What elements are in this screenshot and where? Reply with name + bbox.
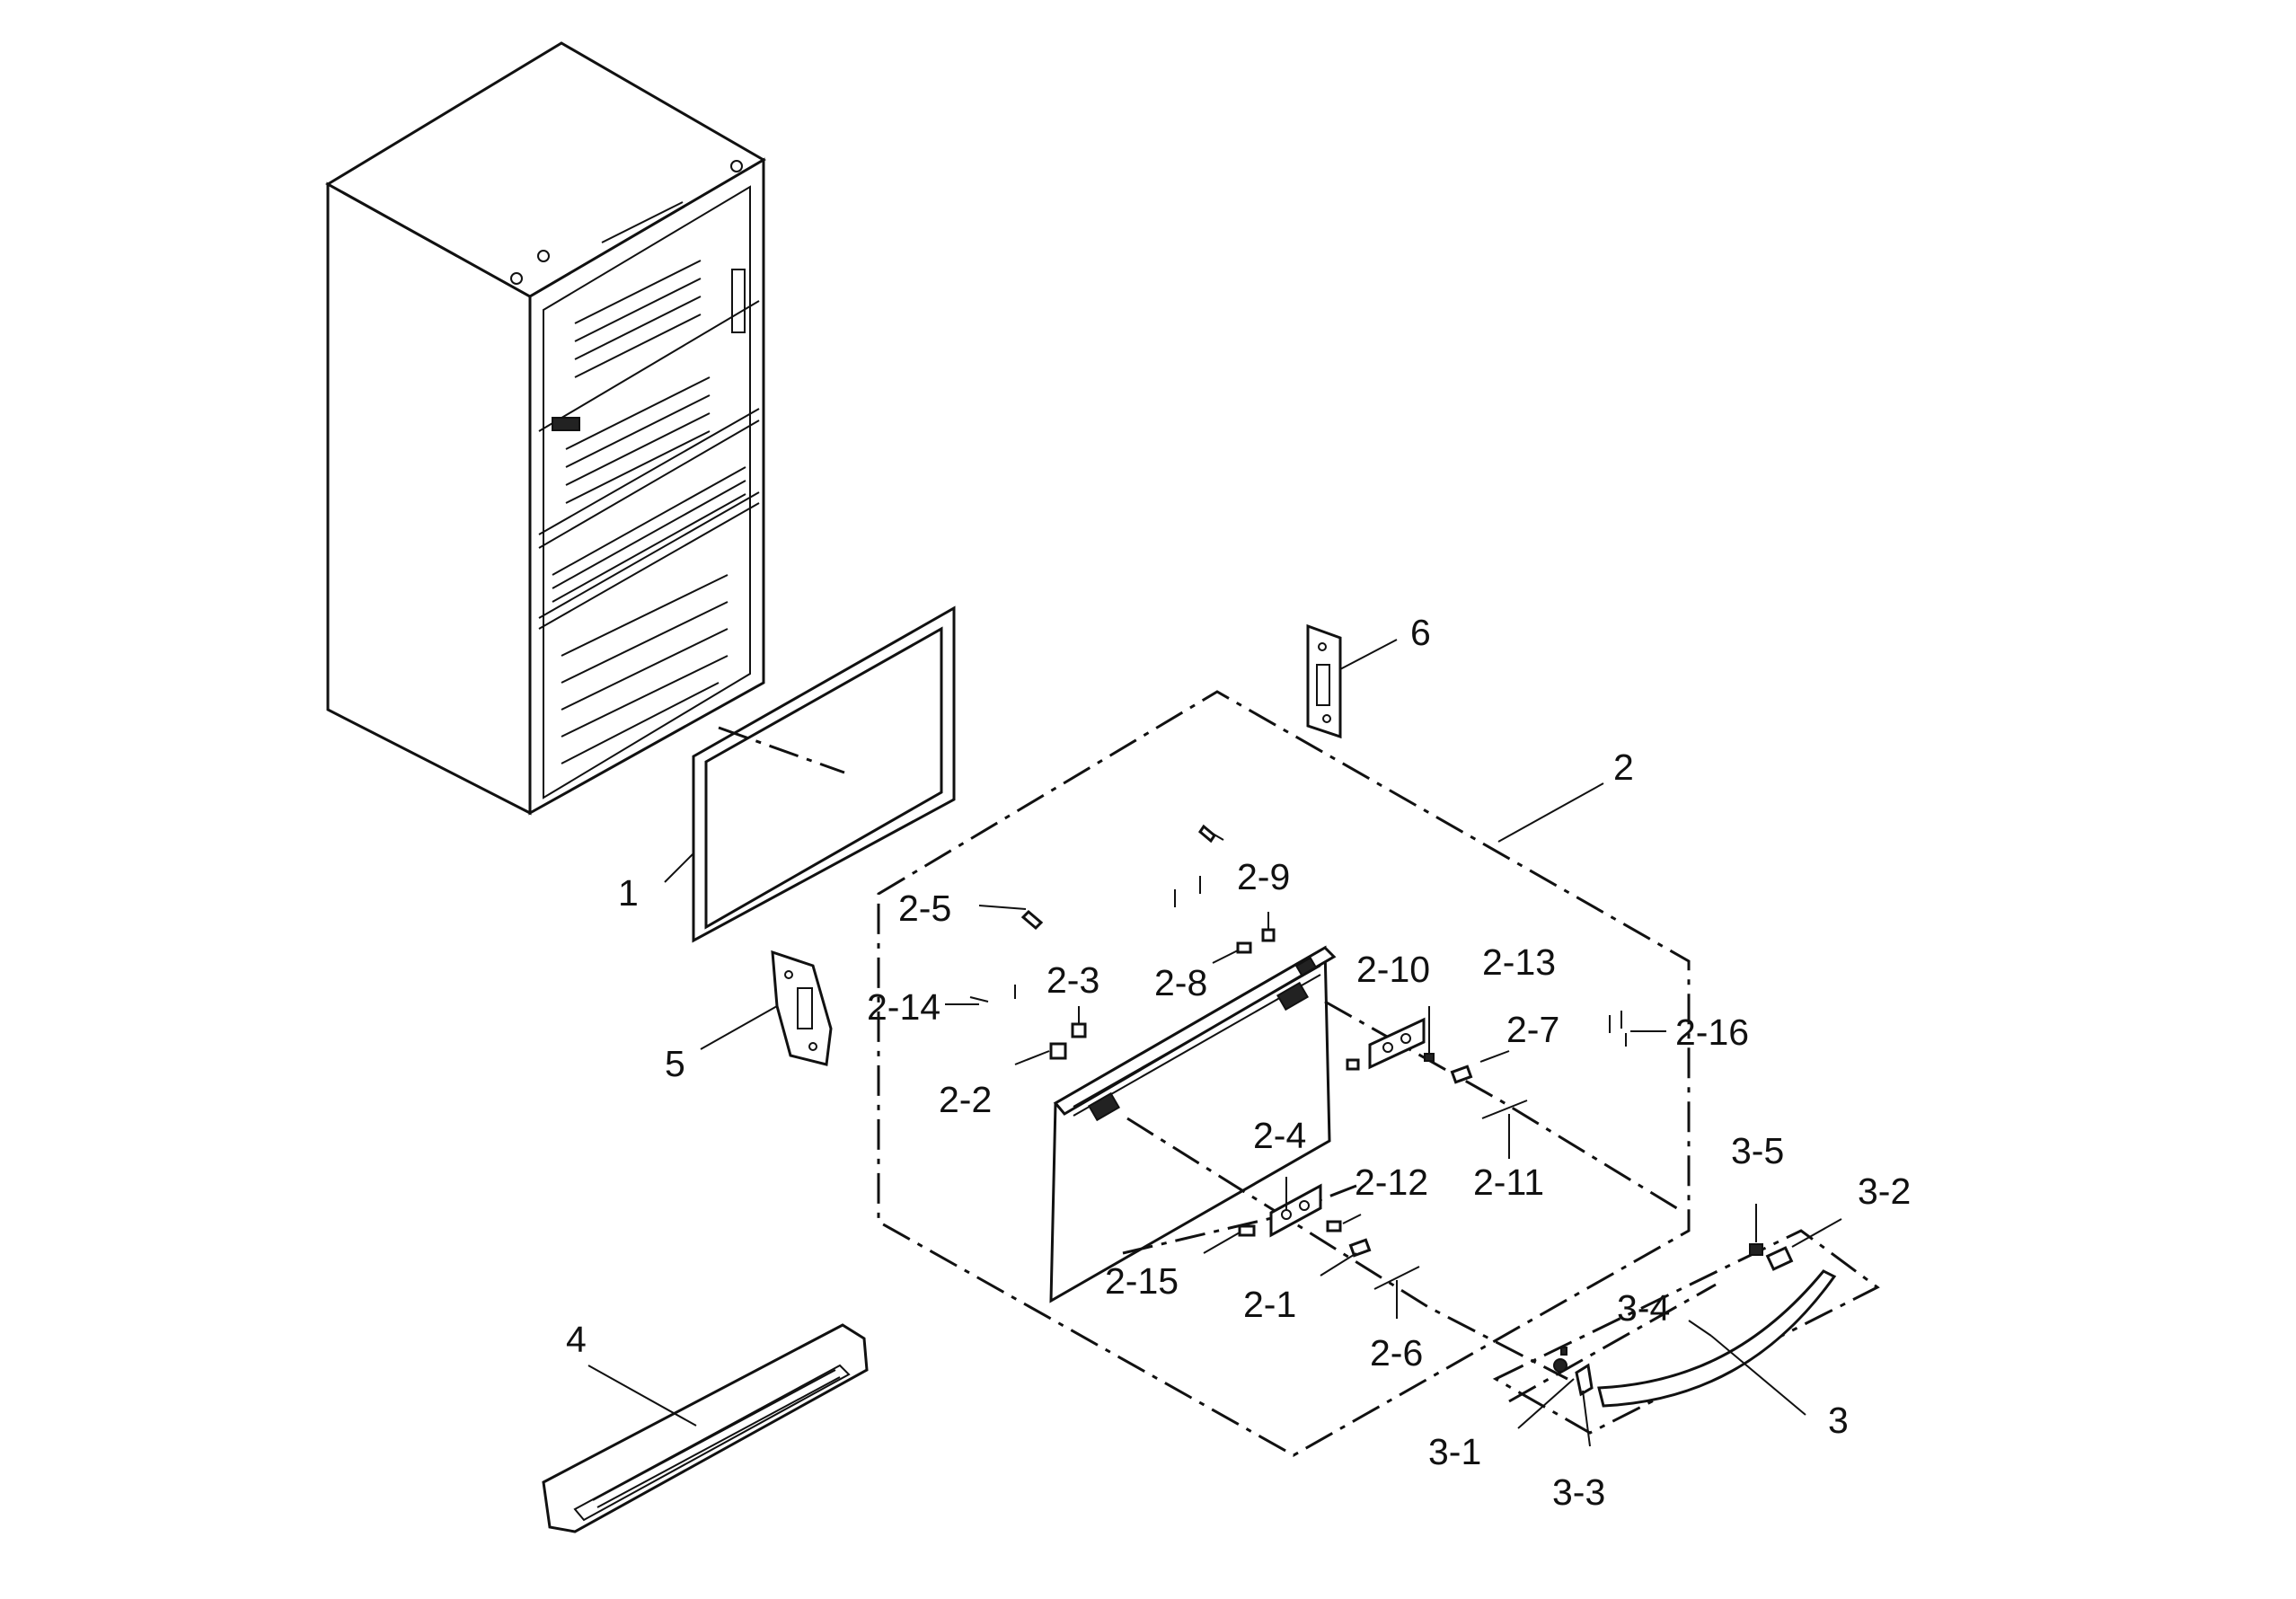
callout-2-13: 2-13: [1482, 941, 1556, 983]
assembly-axis-lines: [1122, 1000, 1717, 1403]
callout-2-6: 2-6: [1370, 1332, 1423, 1374]
callout-2-14: 2-14: [867, 986, 940, 1028]
callout-6: 6: [1410, 612, 1431, 653]
callout-3: 3: [1828, 1400, 1849, 1441]
callout-2-10: 2-10: [1356, 949, 1430, 990]
callout-1: 1: [618, 872, 639, 914]
callout-2-8: 2-8: [1154, 962, 1207, 1003]
callout-2-12: 2-12: [1355, 1162, 1428, 1203]
door-assembly-boundary: [877, 690, 1691, 1457]
callout-5: 5: [665, 1043, 685, 1084]
refrigerator-cabinet: [325, 41, 766, 816]
callout-2-11: 2-11: [1473, 1162, 1544, 1203]
fastener-parts: [945, 824, 1666, 1319]
callout-2-4: 2-4: [1253, 1115, 1306, 1156]
callout-2-2: 2-2: [939, 1079, 992, 1120]
callout-3-3: 3-3: [1552, 1471, 1605, 1513]
callout-4: 4: [566, 1319, 587, 1360]
door-handle-assembly: [1492, 1204, 1880, 1447]
hinge-bracket-left: [700, 950, 833, 1066]
freezer-door-panel: [1049, 945, 1337, 1303]
hinge-bracket-right: [1306, 623, 1398, 739]
door-gasket: [664, 605, 956, 943]
callout-2: 2: [1613, 746, 1634, 788]
callout-3-4: 3-4: [1617, 1287, 1670, 1329]
callout-2-15: 2-15: [1105, 1260, 1179, 1302]
callout-2-9: 2-9: [1237, 856, 1290, 897]
callout-3-1: 3-1: [1428, 1431, 1481, 1472]
callout-2-16: 2-16: [1675, 1012, 1749, 1053]
callout-3-5: 3-5: [1731, 1130, 1784, 1171]
callout-2-5: 2-5: [898, 888, 951, 929]
callout-labels: 1 2 2-1 2-2 2-3 2-4 2-5 2-6 2-7 2-8 2-9 …: [566, 612, 1911, 1513]
callout-2-1: 2-1: [1243, 1284, 1296, 1325]
callout-2-3: 2-3: [1046, 959, 1099, 1001]
callout-2-7: 2-7: [1506, 1009, 1559, 1050]
callout-3-2: 3-2: [1858, 1171, 1911, 1212]
door-bin: [542, 1323, 869, 1533]
